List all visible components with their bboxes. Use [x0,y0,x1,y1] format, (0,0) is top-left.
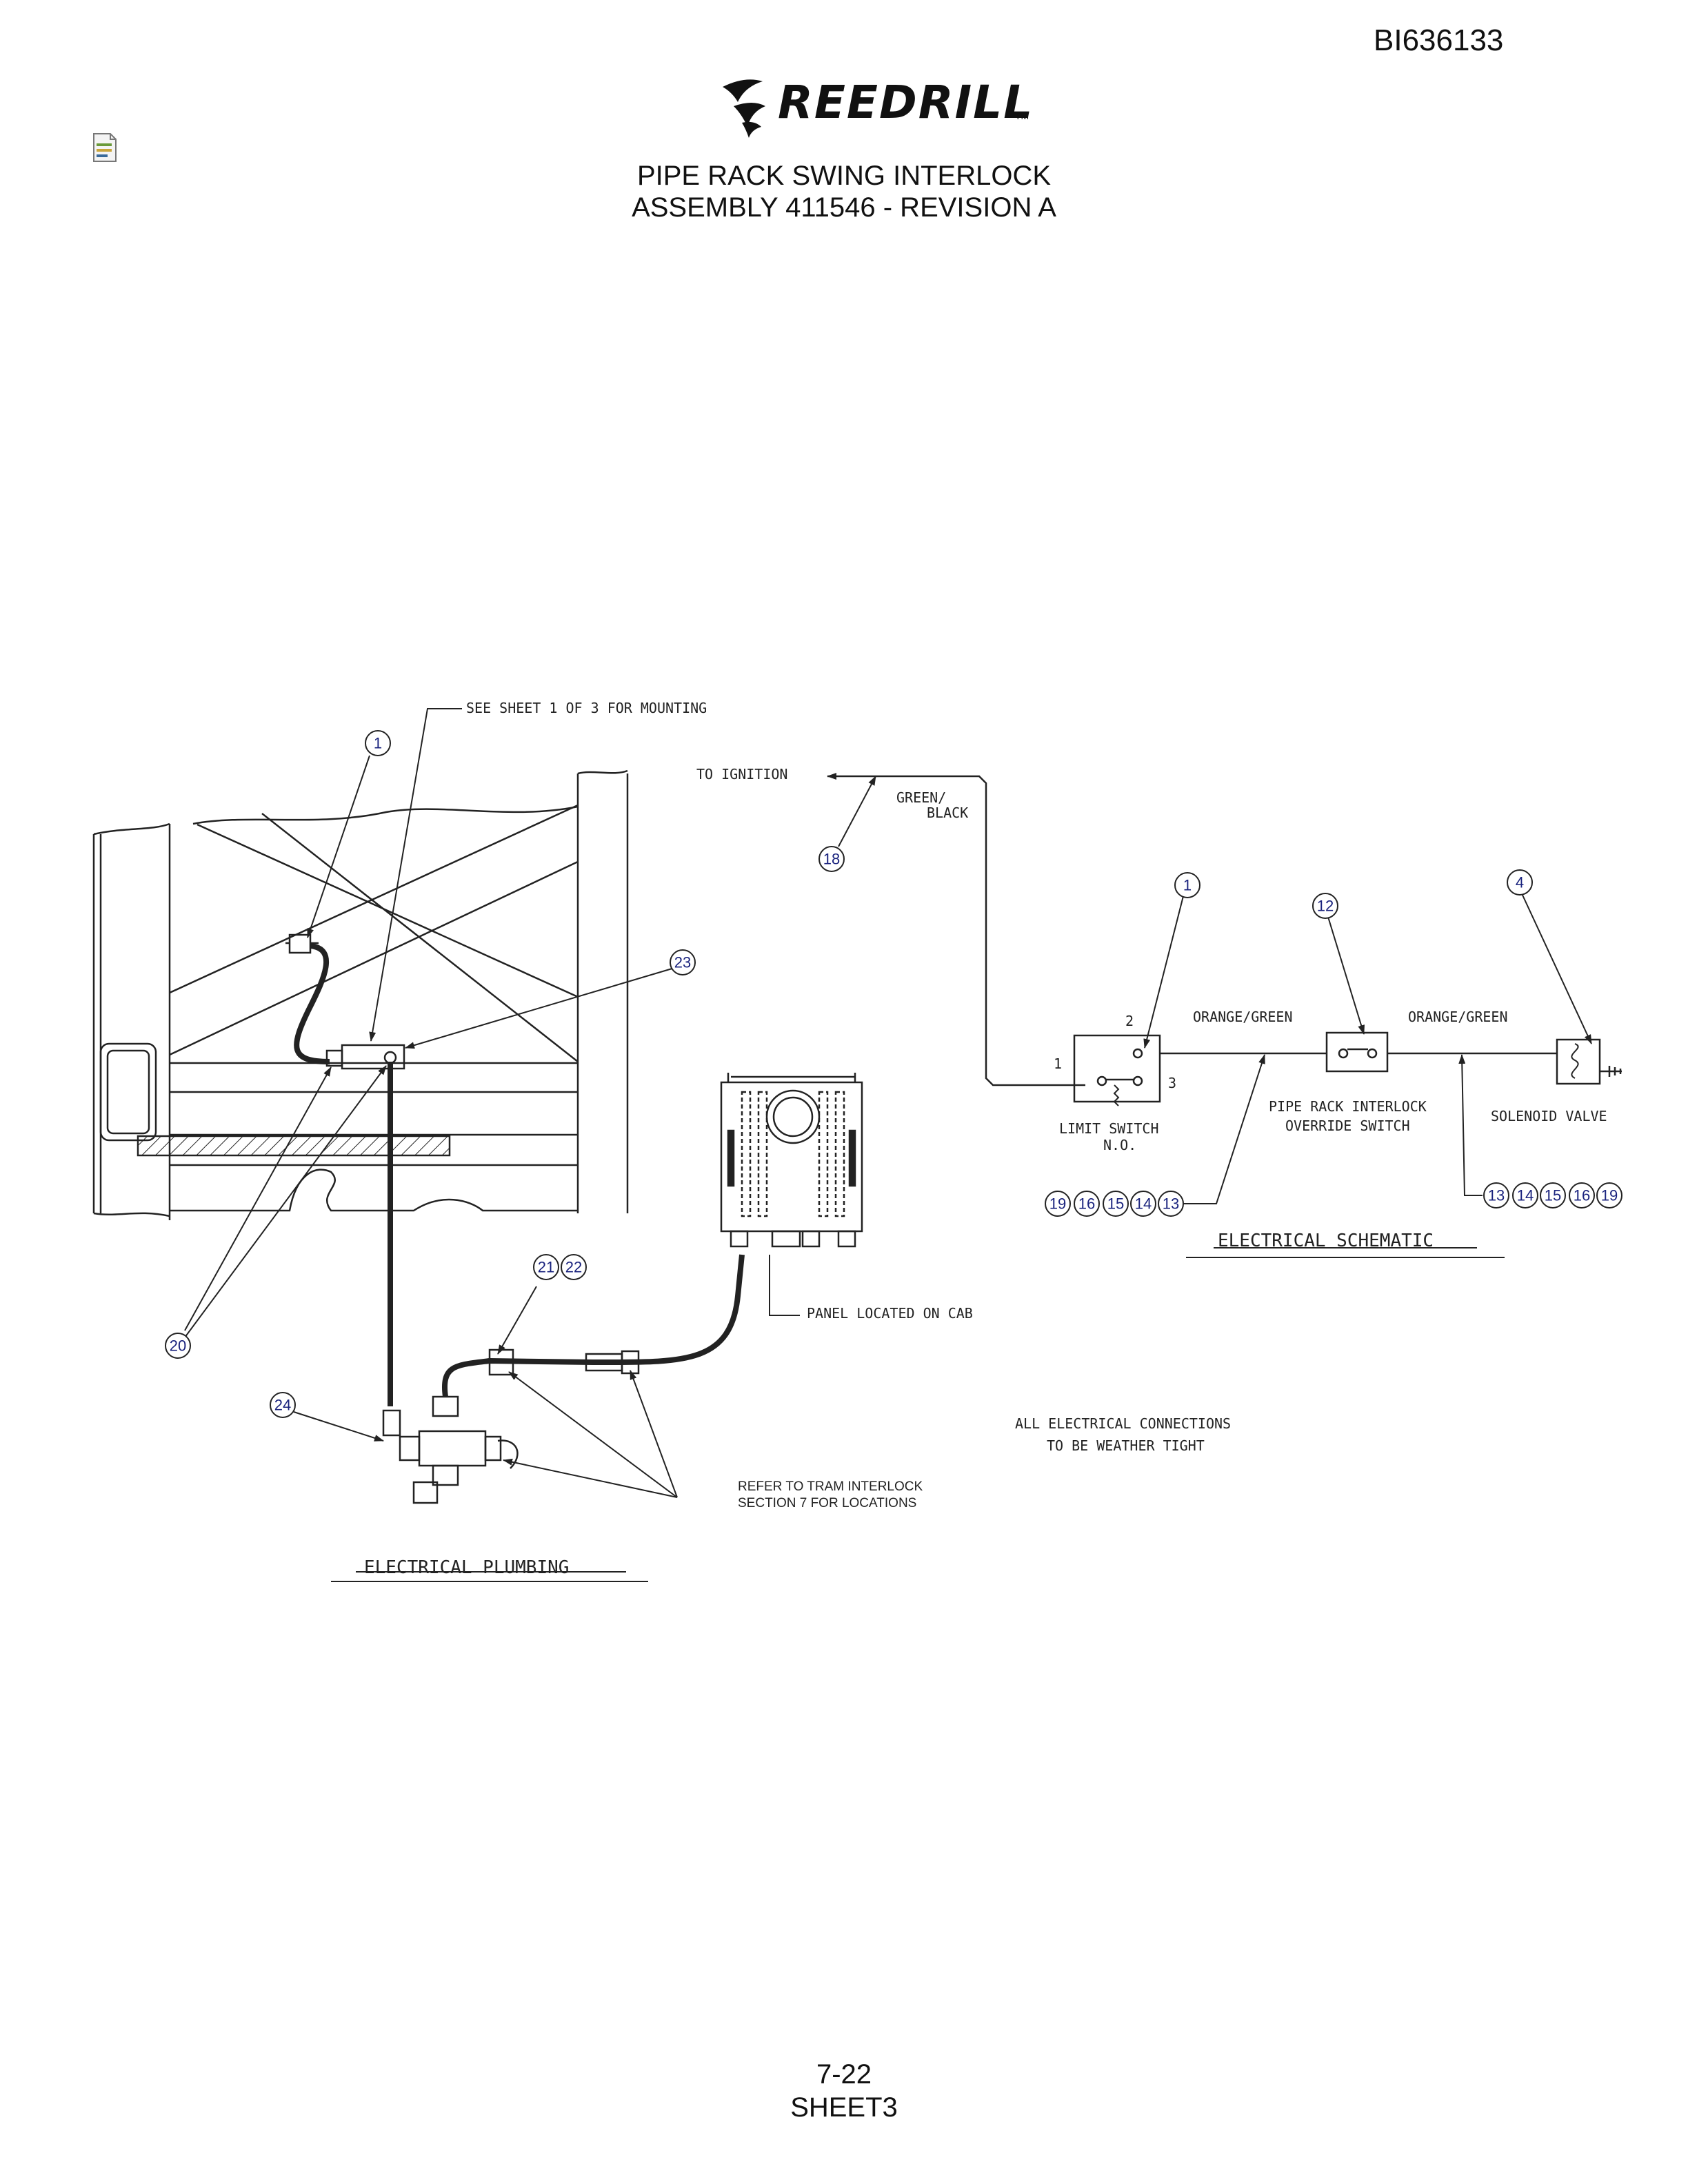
balloon-item-1: 1 [374,735,382,752]
balloon-left-14: 14 [1135,1195,1152,1213]
schematic-leaders [838,776,1592,1258]
attachment-file-icon[interactable] [91,132,119,163]
balloon-circle [1512,1182,1538,1209]
drawing-title-line2: ASSEMBLY 411546 - REVISION A [632,192,1056,223]
limit-switch-sensor [285,933,319,954]
note-refer-1: REFER TO TRAM INTERLOCK [738,1479,923,1494]
balloon-circle [1103,1191,1129,1217]
balloon-item-21: 21 [538,1259,554,1276]
balloon-item-12: 12 [1317,898,1334,915]
note-weather-2: TO BE WEATHER TIGHT [1047,1437,1205,1454]
balloon-circle [533,1254,559,1280]
label-terminal-2: 2 [1125,1013,1134,1029]
plumbing-leaders [184,708,800,1582]
balloon-left-15: 15 [1107,1195,1124,1213]
balloon-circle [365,730,391,756]
balloon-circle [1158,1191,1184,1217]
panel-cable [442,1254,745,1397]
balloon-circle [1130,1191,1156,1217]
balloon-item-1-schematic: 1 [1183,877,1192,894]
label-green-black-1: GREEN/ [896,789,946,806]
label-orange-green-left: ORANGE/GREEN [1193,1009,1293,1025]
balloon-right-13: 13 [1488,1187,1505,1204]
reedrill-logo: REEDRILL TM [717,74,1034,138]
balloon-labels: 1 23 20 21 22 24 18 1 12 4 19 16 15 14 1… [170,735,1618,1414]
hatched-plate [137,1135,451,1157]
balloon-left-19: 19 [1049,1195,1066,1213]
balloon-circle [1312,893,1338,919]
schematic-section-title: ELECTRICAL SCHEMATIC [1218,1231,1434,1251]
wire-green-black [827,773,1085,1086]
balloon-circle [1045,1191,1071,1217]
balloon-circle [670,949,696,975]
balloon-circle [165,1333,191,1359]
sheet-label: SHEET3 [790,2092,898,2123]
balloon-circle [1569,1182,1595,1209]
note-mounting: SEE SHEET 1 OF 3 FOR MOUNTING [466,700,707,716]
drawing-notes: SEE SHEET 1 OF 3 FOR MOUNTING PANEL LOCA… [364,700,1607,1578]
label-terminal-3: 3 [1168,1075,1176,1091]
solenoid-box [1556,1038,1601,1085]
balloon-circle [818,846,845,872]
balloon-circle [1483,1182,1509,1209]
note-panel: PANEL LOCATED ON CAB [807,1305,973,1322]
brand-trademark: TM [1015,110,1029,121]
schematic-view [827,773,1622,1106]
note-weather-1: ALL ELECTRICAL CONNECTIONS [1015,1415,1231,1432]
plumbing-view [92,769,863,1504]
tube-cross-section [99,1042,157,1142]
label-solenoid-valve: SOLENOID VALVE [1491,1108,1607,1124]
plumbing-section-title: ELECTRICAL PLUMBING [364,1557,569,1578]
label-orange-green-right: ORANGE/GREEN [1408,1009,1508,1025]
balloon-left-16: 16 [1078,1195,1095,1213]
balloon-circle [1074,1191,1100,1217]
balloon-item-20: 20 [170,1337,186,1355]
label-green-black-2: BLACK [927,805,968,821]
reedrill-swoosh-icon [723,79,765,138]
balloons [165,730,1622,1418]
balloon-right-19: 19 [1601,1187,1618,1204]
balloon-left-13: 13 [1163,1195,1179,1213]
balloon-right-16: 16 [1574,1187,1590,1204]
drawing-title-line1: PIPE RACK SWING INTERLOCK [636,161,1052,191]
label-limit-switch-1: LIMIT SWITCH [1059,1120,1159,1137]
note-refer-2: SECTION 7 FOR LOCATIONS [738,1496,916,1510]
balloon-item-4: 4 [1516,874,1524,891]
balloon-item-18: 18 [823,851,840,868]
label-limit-switch-2: N.O. [1103,1137,1136,1153]
balloon-item-22: 22 [565,1259,582,1276]
balloon-item-23: 23 [674,954,691,971]
balloon-item-24: 24 [274,1397,291,1414]
balloon-circle [1540,1182,1566,1209]
balloon-circle [1596,1182,1622,1209]
label-terminal-1: 1 [1054,1055,1062,1072]
brand-wordmark: REEDRILL [778,76,1034,129]
balloon-circle [1174,872,1200,898]
label-to-ignition: TO IGNITION [696,766,787,782]
limit-switch-box [1073,1034,1161,1103]
balloon-right-15: 15 [1545,1187,1561,1204]
label-override-1: PIPE RACK INTERLOCK [1269,1098,1427,1115]
tee-fitting [382,1395,519,1504]
label-override-2: OVERRIDE SWITCH [1285,1118,1410,1134]
balloon-circle [270,1392,296,1418]
balloon-right-14: 14 [1517,1187,1534,1204]
document-id: BI636133 [1374,23,1504,57]
control-panel [720,1073,863,1248]
sensor-cable [294,943,330,1064]
page-number: 7-22 [816,2059,872,2090]
balloon-circle [561,1254,587,1280]
frame-structure [92,769,629,1220]
balloon-circle [1507,869,1533,896]
override-switch-box [1325,1031,1389,1073]
